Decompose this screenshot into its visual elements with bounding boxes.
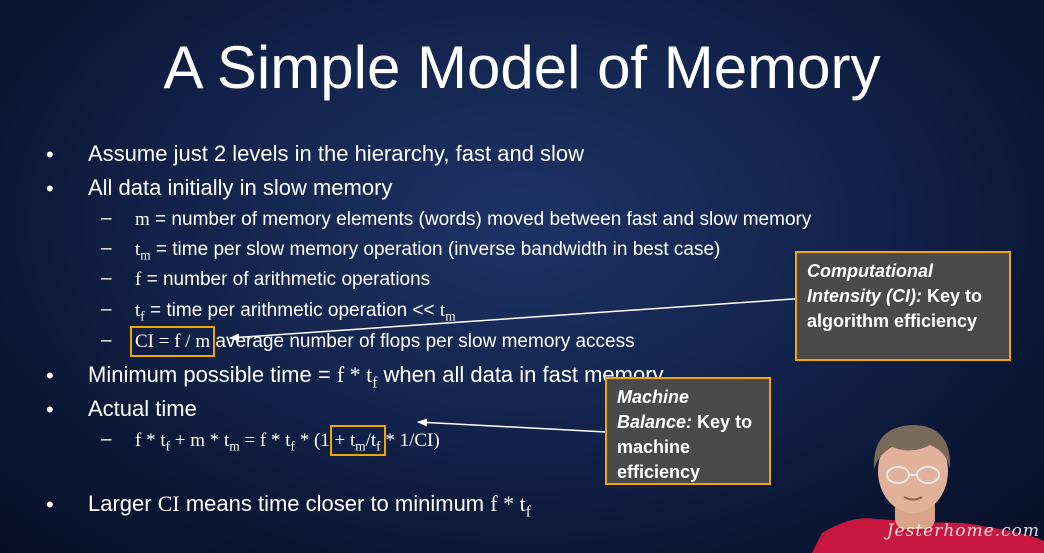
ci-definition: average number of flops per slow memory … (210, 331, 635, 352)
subscript-m: m (445, 308, 456, 324)
formula-part: + t (334, 430, 356, 451)
m-definition: = number of memory elements (words) move… (149, 209, 812, 230)
slide-title: A Simple Model of Memory (163, 34, 881, 101)
bullet-marker: • (46, 176, 54, 201)
dash-marker: – (101, 299, 112, 320)
machine-balance-callout-arrow (417, 418, 607, 433)
min-time-formula: f * t (336, 362, 373, 387)
subscript-f: f (140, 308, 145, 324)
formula-part: * (1 (294, 430, 335, 451)
bullet-slow-memory: All data initially in slow memory (88, 175, 393, 200)
sub-bullet-tf: tf = time per arithmetic operation << tm (135, 298, 456, 324)
bullet-marker: • (46, 492, 54, 517)
actual-time-formula: f * tf + m * tm = f * tf * (1 + tm/tf * … (135, 425, 440, 456)
sub-bullet-tm: tm = time per slow memory operation (inv… (135, 237, 720, 263)
tm-definition: = time per slow memory operation (invers… (150, 239, 721, 260)
presenter-webcam (812, 425, 1044, 553)
sub-bullet-m: m = number of memory elements (words) mo… (135, 207, 811, 233)
subscript-f: f (376, 438, 381, 454)
formula-part: * 1/CI) (380, 430, 440, 451)
ci-callout-italic: Computational Intensity (CI): (807, 261, 933, 306)
ci-symbol: CI (157, 491, 180, 516)
symbol-t: t (135, 239, 141, 260)
symbol-f: f (135, 269, 142, 290)
formula-part: + m * t (170, 430, 230, 451)
larger-ci-middle: means time closer to minimum (179, 491, 491, 516)
sub-bullet-f: f = number of arithmetic operations (135, 267, 430, 293)
larger-ci-prefix: Larger (88, 491, 158, 516)
dash-marker: – (101, 330, 112, 351)
bullet-marker: • (46, 142, 54, 167)
dash-marker: – (101, 208, 112, 229)
machine-balance-text: Key to machine efficiency (617, 412, 753, 482)
ci-callout-text: Key to algorithm efficiency (807, 286, 983, 331)
subscript-m: m (140, 247, 151, 263)
subscript-f: f (290, 438, 295, 454)
machine-balance-italic: Machine Balance: (617, 387, 693, 432)
subscript-f: f (525, 503, 531, 521)
bullet-actual-time: Actual time (88, 396, 197, 421)
subscript-f: f (372, 374, 378, 392)
symbol-m: m (135, 209, 150, 230)
formula-part: = f * t (239, 430, 291, 451)
machine-balance-box: + tm/tf (329, 425, 386, 456)
dash-marker: – (101, 268, 112, 289)
min-time-prefix: Minimum possible time = (88, 362, 337, 387)
watermark: Jesterhome.com (886, 521, 1040, 541)
sub-bullet-ci: CI = f / m average number of flops per s… (129, 326, 635, 357)
f-definition: = number of arithmetic operations (141, 269, 431, 290)
larger-ci-formula: f * t (490, 491, 526, 516)
bullet-minimum-time: Minimum possible time = f * tf when all … (88, 361, 664, 392)
subscript-m: m (229, 438, 240, 454)
formula-part: f * t (135, 430, 166, 451)
machine-balance-callout: Machine Balance: Key to machine efficien… (605, 377, 771, 485)
subscript-m: m (355, 438, 366, 454)
symbol-t: t (135, 300, 141, 321)
bullet-larger-ci: Larger CI means time closer to minimum f… (88, 490, 531, 521)
dash-marker: – (101, 238, 112, 259)
bullet-marker: • (46, 363, 54, 388)
subscript-f: f (165, 438, 171, 454)
bullet-assume-levels: Assume just 2 levels in the hierarchy, f… (88, 141, 585, 166)
formula-part: /t (365, 430, 377, 451)
dash-marker: – (101, 429, 112, 450)
bullet-marker: • (46, 397, 54, 422)
ci-formula-box: CI = f / m (129, 326, 216, 357)
ci-callout: Computational Intensity (CI): Key to alg… (795, 251, 1011, 361)
tf-definition: = time per arithmetic operation << (144, 300, 440, 321)
